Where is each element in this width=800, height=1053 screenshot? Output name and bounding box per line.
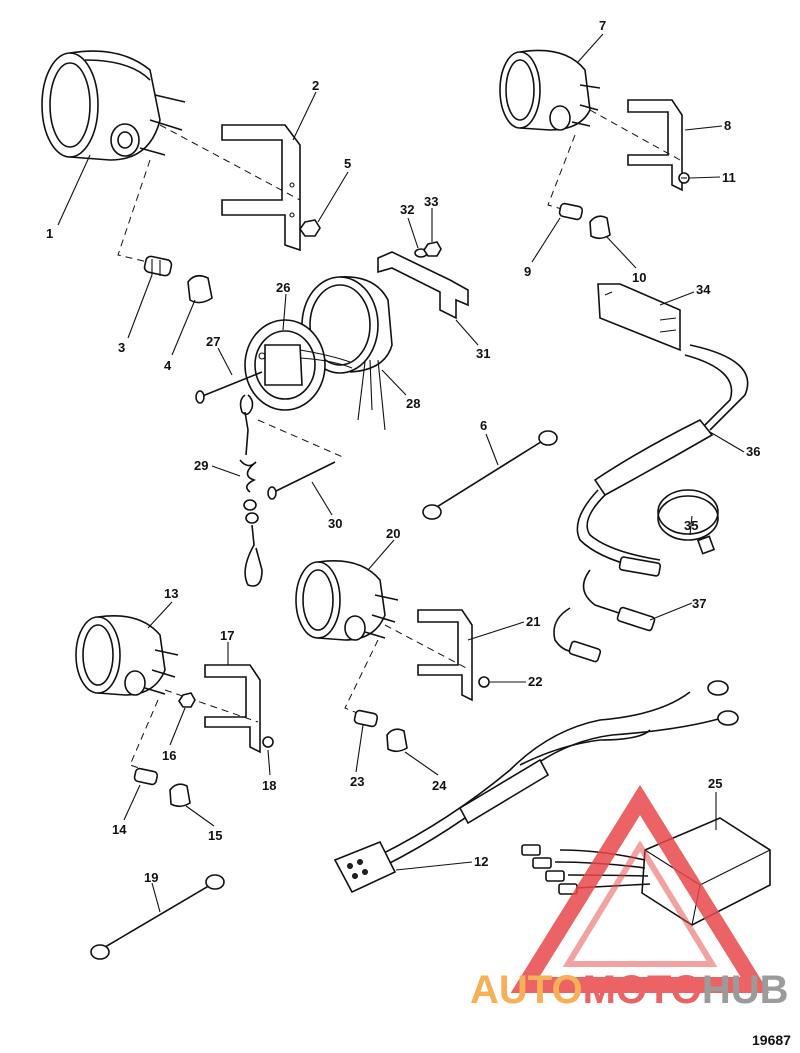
bulb-4	[187, 274, 213, 304]
screw-30	[267, 461, 336, 500]
gauge-7	[499, 49, 601, 131]
watermark-auto: AUTO	[470, 968, 583, 1012]
screw-11	[678, 172, 690, 184]
bracket-2	[221, 124, 301, 252]
callout-18: 18	[262, 778, 276, 793]
screw-27	[195, 371, 263, 404]
wire-harness-36	[576, 344, 749, 571]
callout-10: 10	[632, 270, 646, 285]
callout-32: 32	[400, 202, 414, 217]
callout-8: 8	[724, 118, 731, 133]
callout-22: 22	[528, 674, 542, 689]
bracket-17	[204, 664, 261, 754]
watermark-text: AUTOMOTOHUB	[470, 968, 789, 1012]
bulb-socket-14	[133, 767, 159, 786]
callout-17: 17	[220, 628, 234, 643]
callout-36: 36	[746, 444, 760, 459]
callout-4: 4	[164, 358, 172, 373]
watermark-logo: AUTOMOTOHUB	[470, 784, 789, 1012]
callout-34: 34	[696, 282, 711, 297]
callout-28: 28	[406, 396, 420, 411]
bulb-socket-3	[143, 255, 173, 277]
ground-wire-6	[422, 430, 558, 520]
gauge-20	[295, 560, 399, 641]
callout-21: 21	[526, 614, 540, 629]
connector-37	[553, 556, 662, 663]
watermark-hub: HUB	[702, 968, 789, 1012]
screw-22	[478, 676, 490, 688]
callout-27: 27	[206, 334, 220, 349]
callout-3: 3	[118, 340, 125, 355]
leader-lines	[57, 33, 745, 913]
watermark-moto: MOTO	[583, 968, 702, 1012]
callout-33: 33	[424, 194, 438, 209]
callout-15: 15	[208, 828, 222, 843]
bulb-socket-23	[353, 709, 379, 728]
mount-26	[244, 319, 353, 411]
ground-wire-19	[90, 874, 225, 960]
callout-23: 23	[350, 774, 364, 789]
terminal-block-34	[597, 283, 681, 352]
nut-33	[423, 241, 442, 257]
callout-26: 26	[276, 280, 290, 295]
bracket-8	[627, 99, 683, 192]
callout-37: 37	[692, 596, 706, 611]
harness-12	[333, 680, 739, 894]
callout-5: 5	[344, 156, 351, 171]
callout-20: 20	[386, 526, 400, 541]
callout-12: 12	[474, 854, 488, 869]
callout-labels: 1 2 3 4 5 6 7 8 9 10 11 12 13 14 15 16 1…	[46, 18, 760, 885]
figure-number: 19687	[752, 1032, 791, 1048]
callout-2: 2	[312, 78, 319, 93]
lanyard-29	[239, 394, 263, 587]
callout-19: 19	[144, 870, 158, 885]
watermark-triangle-icon	[510, 784, 770, 993]
callout-1: 1	[46, 226, 53, 241]
bulb-15	[169, 783, 191, 808]
callout-25: 25	[708, 776, 722, 791]
bulb-socket-9	[558, 202, 584, 221]
callout-14: 14	[112, 822, 127, 837]
callout-6: 6	[480, 418, 487, 433]
gauge-1	[41, 50, 186, 161]
callout-11: 11	[722, 170, 736, 185]
screw-18	[262, 736, 274, 748]
callout-30: 30	[328, 516, 342, 531]
callout-35: 35	[684, 518, 698, 533]
clamp-35	[657, 489, 719, 555]
module-25	[521, 817, 771, 926]
callout-24: 24	[432, 778, 447, 793]
callout-13: 13	[164, 586, 178, 601]
bracket-31	[377, 251, 469, 320]
callout-29: 29	[194, 458, 208, 473]
nut-16	[178, 692, 196, 708]
callout-9: 9	[524, 264, 531, 279]
callout-7: 7	[599, 18, 606, 33]
gauge-13	[75, 615, 179, 696]
bulb-24	[386, 728, 408, 753]
callout-16: 16	[162, 748, 176, 763]
bracket-21	[417, 609, 473, 702]
bulb-10	[589, 215, 611, 240]
callout-31: 31	[476, 346, 490, 361]
nut-5	[299, 219, 321, 237]
